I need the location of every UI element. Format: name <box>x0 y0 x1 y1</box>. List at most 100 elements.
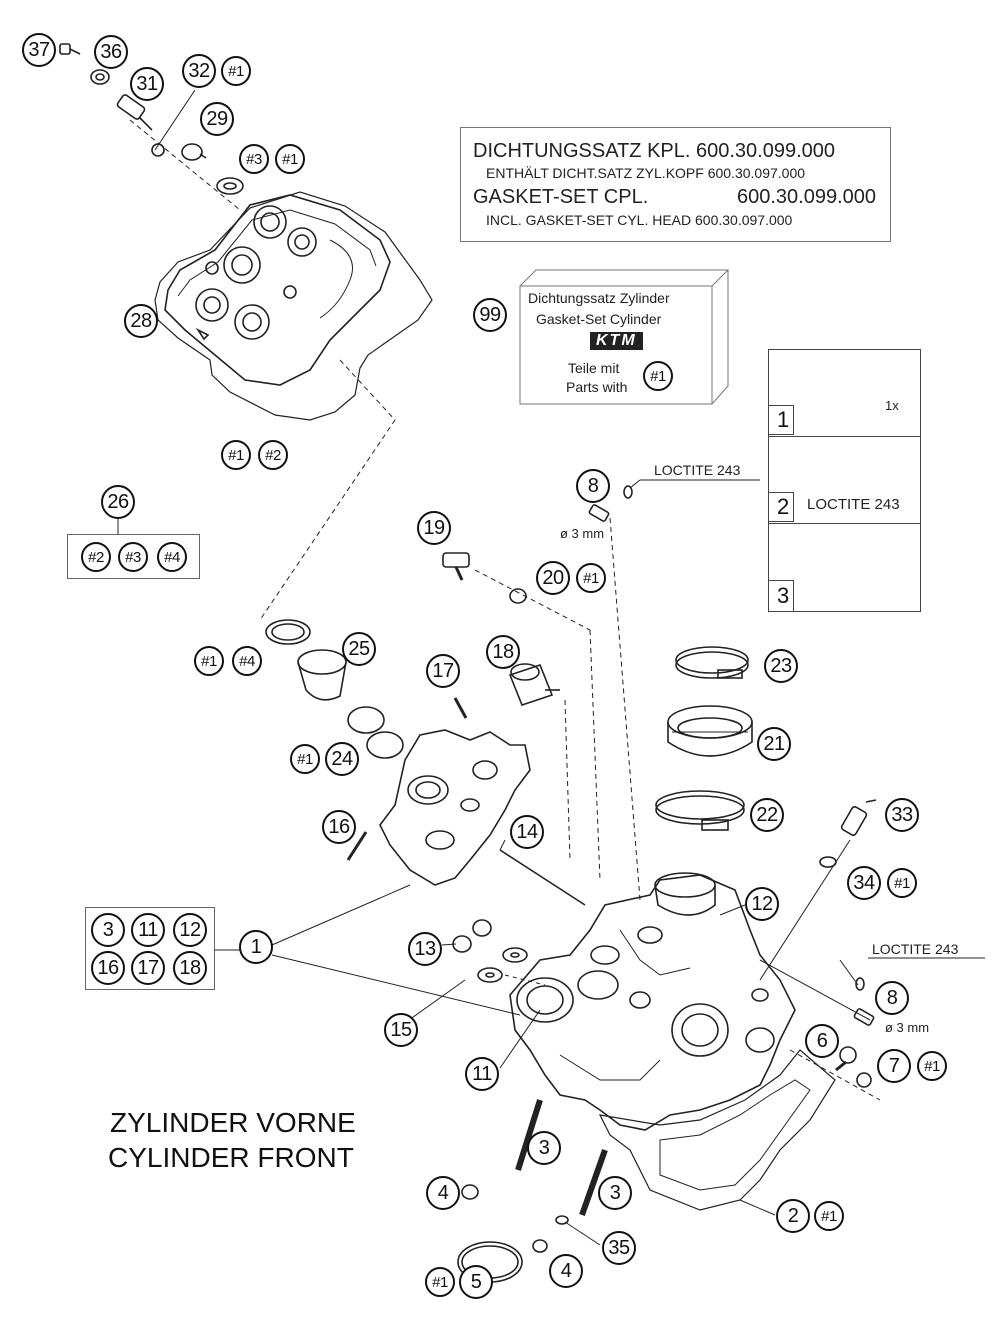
callout-4-right[interactable]: 4 <box>549 1254 583 1288</box>
callout-21[interactable]: 21 <box>757 727 791 761</box>
step-1-number: 1 <box>777 407 790 432</box>
ref-20: #1 <box>576 563 606 593</box>
callout-26[interactable]: 26 <box>101 485 135 519</box>
ref-cover-gasket-a: #1 <box>221 440 251 470</box>
callout-18[interactable]: 18 <box>486 635 520 669</box>
ref-32: #1 <box>221 56 251 86</box>
callout-3-right[interactable]: 3 <box>598 1176 632 1210</box>
callout-7[interactable]: 7 <box>877 1049 911 1083</box>
callout-19[interactable]: 19 <box>417 511 451 545</box>
plug-19-drawing <box>442 552 470 581</box>
kit-parts-en: Parts with <box>566 379 628 395</box>
callout-36[interactable]: 36 <box>94 35 128 69</box>
sensor-33-drawing <box>840 799 877 836</box>
ref-34: #1 <box>887 868 917 898</box>
nut-36-drawing <box>90 69 110 85</box>
group26-item-2: #3 <box>118 542 148 572</box>
gasket-info-line3-right: 600.30.099.000 <box>737 186 877 208</box>
callout-20[interactable]: 20 <box>536 561 570 595</box>
step-2-note: LOCTITE 243 <box>807 496 900 513</box>
callout-34[interactable]: 34 <box>847 866 881 900</box>
diameter-label-bottom: ø 3 mm <box>885 1020 930 1035</box>
group1-item-16: 16 <box>91 951 125 985</box>
step-1-note: 1x <box>885 398 899 413</box>
bolt-37-drawing <box>59 43 81 55</box>
gasket-info-line2: ENTHÄLT DICHT.SATZ ZYL.KOPF 600.30.097.0… <box>486 165 806 181</box>
diameter-label-top: ø 3 mm <box>560 526 605 541</box>
ref-24: #1 <box>290 744 320 774</box>
gasket-info-line1: DICHTUNGSSATZ KPL. 600.30.099.000 <box>473 140 836 162</box>
group26-item-3: #4 <box>157 542 187 572</box>
callout-31[interactable]: 31 <box>130 67 164 101</box>
callout-8-top[interactable]: 8 <box>576 469 610 503</box>
tube-25-drawing <box>297 649 404 759</box>
callout-6[interactable]: 6 <box>805 1024 839 1058</box>
callout-12[interactable]: 12 <box>745 887 779 921</box>
ref-cover-gasket-b: #2 <box>258 440 288 470</box>
insert-8-bottom-drawing <box>853 977 875 1026</box>
clamp-22-drawing <box>655 790 745 831</box>
callout-33[interactable]: 33 <box>885 798 919 832</box>
callout-25[interactable]: 25 <box>342 632 376 666</box>
callout-28[interactable]: 28 <box>124 304 158 338</box>
callout-37[interactable]: 37 <box>22 33 56 67</box>
callout-8-bottom[interactable]: 8 <box>875 981 909 1015</box>
screw-31-drawing <box>116 94 153 131</box>
callout-99[interactable]: 99 <box>473 298 507 332</box>
loctite-label-bottom: LOCTITE 243 <box>872 941 959 957</box>
callout-35[interactable]: 35 <box>602 1231 636 1265</box>
callout-15[interactable]: 15 <box>384 1013 418 1047</box>
group-1-box: 3 11 12 16 17 18 <box>85 907 215 990</box>
gasket-info-line3-left: GASKET-SET CPL. <box>473 186 649 208</box>
stud-3-right-drawing <box>579 1148 608 1217</box>
bearing-bridge-drawing <box>379 729 531 886</box>
washer-15-drawing <box>477 947 528 983</box>
callout-5[interactable]: 5 <box>459 1265 493 1299</box>
loctite-label-top: LOCTITE 243 <box>654 462 741 478</box>
callout-32[interactable]: 32 <box>182 54 216 88</box>
boot-21-drawing <box>667 705 753 757</box>
step-3-number: 3 <box>777 583 790 608</box>
callout-2[interactable]: 2 <box>776 1199 810 1233</box>
callout-24[interactable]: 24 <box>325 742 359 776</box>
kit-box-outline <box>519 268 729 405</box>
kit-title-de: Dichtungssatz Zylinder <box>528 290 670 306</box>
insert-8-top-drawing <box>588 485 633 522</box>
group-26-box: #2 #3 #4 <box>67 534 200 579</box>
callout-13[interactable]: 13 <box>408 932 442 966</box>
group26-item-1: #2 <box>81 542 111 572</box>
callout-1[interactable]: 1 <box>239 930 273 964</box>
callout-11[interactable]: 11 <box>465 1057 499 1091</box>
gasket-kit-box: Dichtungssatz Zylinder Gasket-Set Cylind… <box>518 266 730 408</box>
ref-29-b: #1 <box>275 144 305 174</box>
valve-cover-28-drawing <box>164 194 391 386</box>
step-2-number: 2 <box>777 494 790 519</box>
callout-29[interactable]: 29 <box>200 102 234 136</box>
group1-item-18: 18 <box>173 951 207 985</box>
callout-3-left[interactable]: 3 <box>527 1131 561 1165</box>
kit-parts-de: Teile mit <box>568 360 620 376</box>
callout-4-left[interactable]: 4 <box>426 1176 460 1210</box>
kit-parts-ref: #1 <box>643 361 673 391</box>
install-steps-panel: 1 1x 2 LOCTITE 243 3 <box>768 349 921 612</box>
diagram-title-en: CYLINDER FRONT <box>108 1142 354 1173</box>
group1-item-3: 3 <box>91 913 125 947</box>
callout-16[interactable]: 16 <box>322 810 356 844</box>
ref-seal-b: #4 <box>232 646 262 676</box>
nut-13-drawing <box>452 919 492 953</box>
group1-item-12: 12 <box>173 913 207 947</box>
stud-3-left-drawing <box>515 1099 543 1171</box>
clamp-23-drawing <box>675 646 749 679</box>
callout-14[interactable]: 14 <box>510 815 544 849</box>
ref-2: #1 <box>814 1201 844 1231</box>
ref-5: #1 <box>425 1267 455 1297</box>
ref-7: #1 <box>917 1051 947 1081</box>
diagram-title-de: ZYLINDER VORNE <box>110 1107 356 1138</box>
callout-23[interactable]: 23 <box>764 649 798 683</box>
group1-item-11: 11 <box>131 913 165 947</box>
callout-22[interactable]: 22 <box>750 798 784 832</box>
plug-6-drawing <box>835 1046 857 1072</box>
callout-17[interactable]: 17 <box>426 654 460 688</box>
